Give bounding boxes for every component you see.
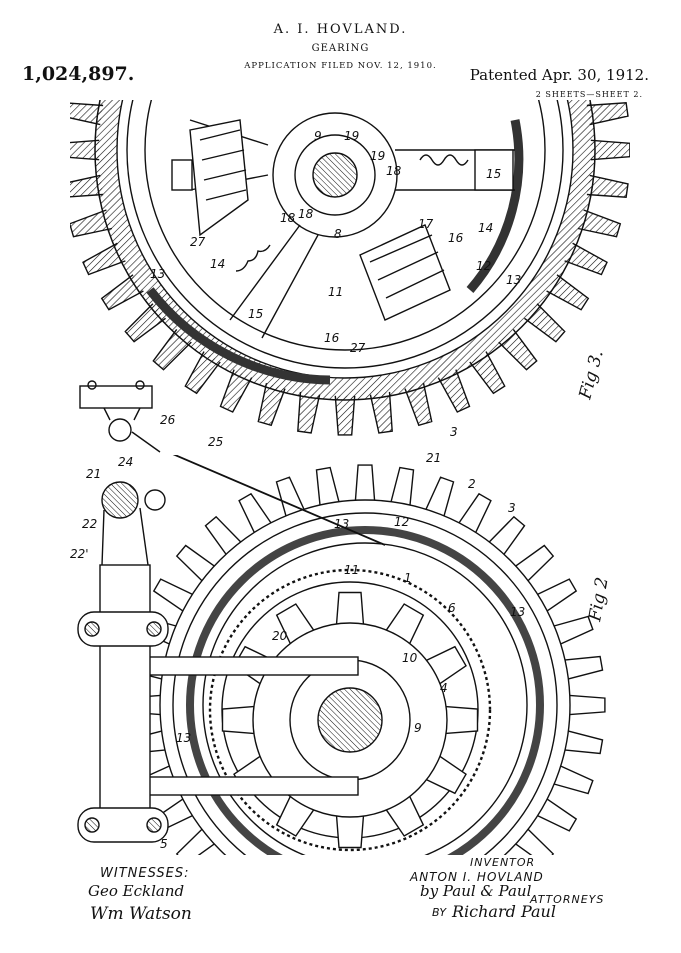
figure-2-drawing (77, 455, 606, 855)
fig2-bolt-1 (84, 621, 100, 637)
fig3-plunger-right (474, 149, 514, 191)
fig2-link-bar-20 (117, 656, 359, 676)
fig3-label-19: 19 (344, 129, 359, 143)
fig3-label-27: 27 (190, 235, 206, 249)
witness-signature-1: Geo Eckland (88, 882, 185, 900)
fig3-spring-left (235, 244, 271, 272)
fig2-label-22: 22 (82, 517, 97, 531)
fig3-label-8: 8 (334, 227, 342, 241)
fig3-shaft (312, 152, 358, 198)
fig3-plate (144, 100, 546, 351)
fig2-label-3: 3 (508, 501, 516, 515)
fig3-label-12: 12 (476, 259, 491, 273)
fig3-label-18: 18 (386, 164, 402, 178)
fig2-bolt-2 (146, 621, 162, 637)
figure-3-labels: 9 19 19 18 18 8 17 16 14 15 27 14 18 13 … (150, 129, 608, 439)
fig2-label-4: 4 (440, 681, 448, 695)
attorney-signature-1: by Paul & Paul (420, 882, 532, 900)
fig2-clamp-lower (77, 807, 169, 843)
fig2-label-6: 6 (448, 601, 456, 615)
fig3-label-19b: 19 (370, 149, 385, 163)
fig2-label-25: 25 (208, 435, 223, 449)
fig3-label-18b: 18 (298, 207, 314, 221)
fig3-label-13: 13 (150, 267, 165, 281)
fig2-label-13b: 13 (510, 605, 525, 619)
fig3-outer-gear-teeth (70, 102, 630, 436)
fig3-spring-band-left (146, 287, 331, 385)
witnesses-label: WITNESSES: (100, 866, 190, 881)
by-label: BY (432, 906, 447, 919)
fig2-label-21: 21 (426, 451, 441, 465)
fig2-label-22-prime: 22' (70, 547, 89, 561)
patent-date: Patented Apr. 30, 1912. (469, 66, 649, 84)
fig3-caption: Fig 3. (575, 348, 607, 402)
fig2-label-10: 10 (402, 651, 418, 665)
figure-3-drawing (70, 100, 630, 436)
fig3-label-17: 17 (418, 217, 434, 231)
fig3-spring-right (419, 154, 469, 166)
fig3-label-13b: 13 (506, 273, 521, 287)
fig3-inner-ring-2 (126, 100, 564, 369)
fig3-label-11: 11 (328, 285, 343, 299)
fig2-label-1: 1 (404, 571, 412, 585)
fig3-spring-band-right (466, 119, 524, 293)
fig2-label-24: 24 (118, 455, 133, 469)
application-filed-date: APPLICATION FILED NOV. 12, 1910. (244, 61, 437, 71)
fig2-vertical-column (99, 564, 151, 816)
sheet-label: 2 SHEETS—SHEET 2. (535, 90, 643, 99)
fig2-outer-ring (172, 512, 558, 855)
fig3-bevel-teeth-lower (369, 234, 445, 299)
inventor-label: INVENTOR (470, 856, 536, 869)
fig3-label-14b: 14 (210, 257, 225, 271)
fig3-spoke-lower (229, 224, 319, 339)
fig3-label-18c: 18 (280, 211, 296, 225)
fig3-bevel-gear-upper (189, 119, 249, 237)
fig3-label-9: 9 (314, 129, 322, 143)
fig2-bracket (79, 380, 161, 453)
fig2-label-12: 12 (394, 515, 409, 529)
fig3-bevel-gear-lower (359, 224, 451, 321)
fig2-label-26: 26 (160, 413, 176, 427)
fig3-label-15: 15 (486, 167, 501, 181)
fig2-lever-pivot (101, 481, 139, 519)
fig3-label-15b: 15 (248, 307, 263, 321)
fig3-label-16: 16 (448, 231, 464, 245)
fig2-bolt-4 (146, 817, 162, 833)
fig2-lever-arm (101, 507, 149, 566)
fig2-label-21b: 21 (86, 467, 101, 481)
fig3-label-27b: 27 (350, 341, 366, 355)
fig2-label-2: 2 (468, 477, 476, 491)
fig3-label-16b: 16 (324, 331, 340, 345)
fig2-shaft (317, 687, 383, 753)
fig2-label-5: 5 (160, 837, 168, 851)
fig2-label-9: 9 (414, 721, 422, 735)
fig2-label-11: 11 (344, 563, 359, 577)
fig3-label-14: 14 (478, 221, 493, 235)
fig2-clamp-upper (77, 611, 169, 647)
fig2-bolt-3 (84, 817, 100, 833)
inventor-name: A. I. HOVLAND. (273, 22, 408, 37)
fig2-cable-25 (172, 455, 386, 546)
fig3-bevel-hub-upper (171, 159, 193, 191)
fig3-label-3: 3 (450, 425, 458, 439)
fig2-spring-band (186, 526, 544, 855)
fig2-link-bar-lower (117, 776, 359, 796)
fig2-label-13c: 13 (176, 731, 191, 745)
fig2-label-13: 13 (334, 517, 349, 531)
fig2-internal-teeth (208, 568, 492, 852)
fig2-caption: Fig 2 (585, 576, 613, 624)
fig3-bevel-teeth-upper (199, 129, 247, 201)
inventor-name-signature: ANTON I. HOVLAND (410, 870, 544, 884)
fig2-label-20: 20 (272, 629, 288, 643)
witness-signature-2: Wm Watson (90, 904, 192, 924)
attorney-signature-2: Richard Paul (452, 902, 556, 921)
invention-title: GEARING (311, 43, 370, 54)
patent-number: 1,024,897. (22, 63, 135, 85)
fig2-housing (202, 542, 528, 855)
attorneys-label: ATTORNEYS (530, 893, 605, 906)
fig2-lever-pin (144, 489, 166, 511)
